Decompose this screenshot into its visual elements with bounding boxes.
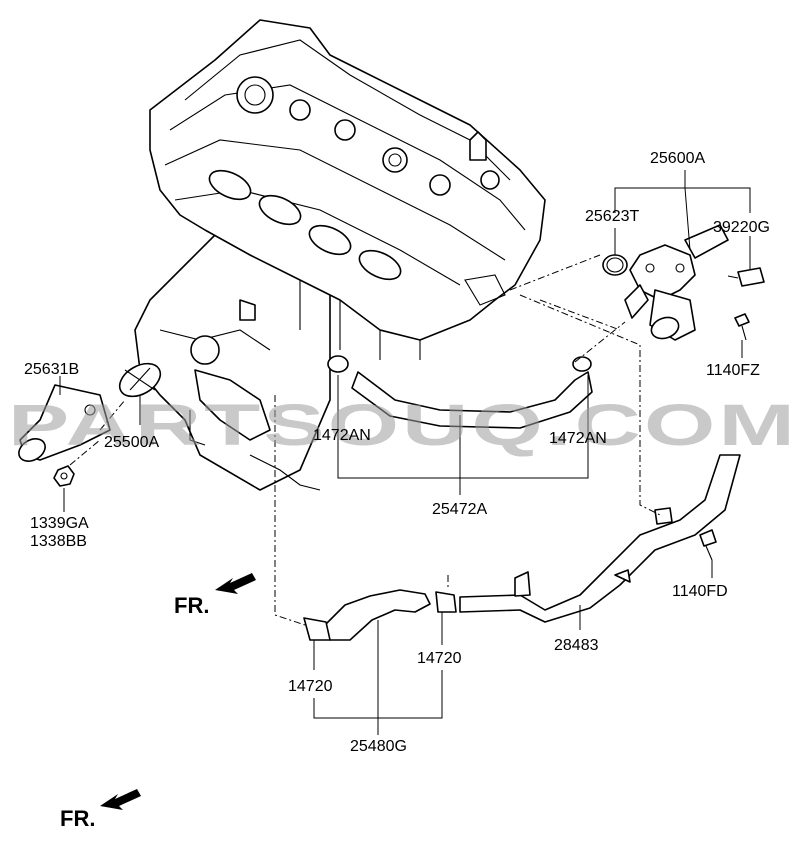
clamp-14720-left[interactable] [303,617,331,641]
nut-1339ga[interactable] [53,465,75,487]
fr-arrow-icon-lower [100,789,141,810]
fr-arrow-icon-upper [215,573,256,594]
engine-cylinder-head [134,19,546,491]
thermostat-housing-25600a[interactable] [624,224,729,342]
label-14720-right[interactable]: 14720 [417,650,462,667]
label-25472a[interactable]: 25472A [432,501,487,518]
label-14720-left[interactable]: 14720 [288,678,333,695]
label-25623t[interactable]: 25623T [585,208,639,225]
fr-marker-lower: FR. [60,806,95,831]
hose-25472a[interactable] [351,371,593,429]
water-inlet-25631b[interactable] [15,384,111,466]
label-1339ga[interactable]: 1339GA [30,515,89,532]
label-25480g[interactable]: 25480G [350,738,407,755]
label-28483[interactable]: 28483 [554,637,599,654]
label-1472an-right[interactable]: 1472AN [549,430,607,447]
watermark: PARTSOUQ.COM [8,393,798,458]
part-labels: 25600A 25623T 39220G 1140FZ 25631B 25500… [24,150,770,831]
clamp-1472an-right[interactable] [572,356,592,372]
label-1472an-left[interactable]: 1472AN [313,427,371,444]
label-25600a[interactable]: 25600A [650,150,705,167]
hose-25480g[interactable] [324,589,431,641]
thermostat-25500a[interactable] [114,357,166,403]
leader-lines [59,170,751,735]
label-25500a[interactable]: 25500A [104,434,159,451]
fr-marker-upper: FR. [174,593,209,618]
bolt-1140fz[interactable] [734,313,750,341]
label-39220g[interactable]: 39220G [713,219,770,236]
clamp-14720-right[interactable] [435,591,457,613]
temp-sensor-39220g[interactable] [727,267,765,287]
label-1140fd[interactable]: 1140FD [672,583,728,600]
label-1338bb[interactable]: 1338BB [30,533,87,550]
bolt-1140fd[interactable] [699,529,717,561]
clamp-1472an-left[interactable] [327,355,349,373]
label-1140fz[interactable]: 1140FZ [706,362,760,379]
gasket-25623t[interactable] [602,254,628,276]
water-pipe-28483[interactable] [459,454,741,623]
label-25631b[interactable]: 25631B [24,361,79,378]
